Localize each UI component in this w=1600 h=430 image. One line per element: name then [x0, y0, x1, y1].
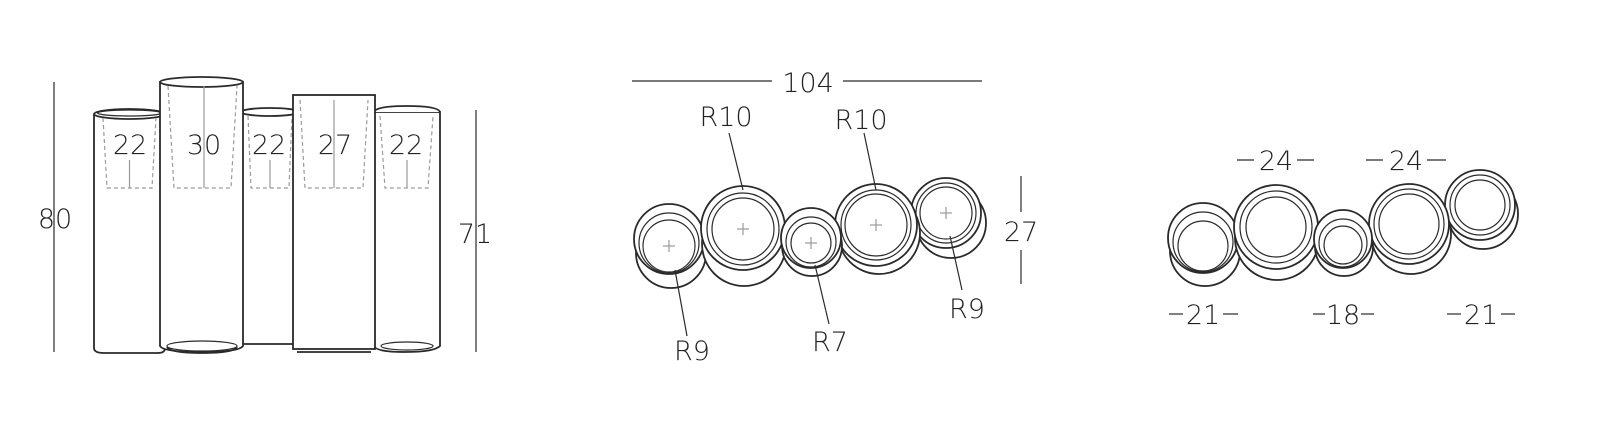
bottom-view: 24 24 21 18 21	[1167, 146, 1519, 331]
front-diameter-2: 30	[187, 130, 221, 161]
top-view: 104 27	[632, 68, 1038, 367]
dim-width-total: 104	[782, 68, 834, 99]
front-diameter-5: 22	[389, 130, 423, 161]
top-circle-r9-right	[910, 177, 987, 259]
radius-r7: R7	[812, 327, 848, 358]
radius-r10-left: R10	[699, 102, 752, 133]
top-circle-r7	[780, 207, 843, 277]
leader-r7	[814, 264, 830, 325]
bottom-circle-4	[1368, 183, 1452, 275]
front-view: 80 71	[38, 76, 492, 354]
dim-height-total: 80	[38, 204, 72, 235]
leader-r10-left	[728, 132, 744, 191]
bottom-circle-1	[1167, 202, 1241, 287]
bottom-dim-top-2: 24	[1389, 146, 1423, 177]
dim-height-top: 27	[1004, 217, 1038, 248]
front-diameter-4: 27	[318, 130, 352, 161]
front-pot-2	[159, 76, 244, 354]
bottom-circle-3	[1313, 209, 1374, 277]
bottom-circle-2	[1233, 184, 1320, 281]
top-circle-r10-left	[700, 185, 787, 287]
front-pot-4	[292, 94, 376, 353]
radius-r9-right: R9	[949, 294, 985, 325]
bottom-dim-bottom-3: 21	[1464, 300, 1498, 331]
leader-r9-right	[949, 235, 963, 291]
front-diameter-3: 22	[252, 130, 286, 161]
top-circle-r9-left	[633, 203, 707, 289]
leader-r10-right	[863, 132, 877, 191]
bottom-circle-5	[1444, 169, 1519, 250]
bottom-dim-top-1: 24	[1259, 146, 1293, 177]
bottom-dim-bottom-1: 21	[1186, 300, 1220, 331]
leader-r9-left	[674, 269, 688, 337]
radius-r9-left: R9	[674, 336, 710, 367]
front-diameter-1: 22	[113, 130, 147, 161]
dim-height-front: 71	[458, 219, 492, 250]
bottom-dim-bottom-2: 18	[1326, 300, 1360, 331]
radius-r10-right: R10	[834, 105, 887, 136]
front-pot-5	[373, 105, 441, 353]
top-circle-r10-right	[834, 183, 921, 275]
